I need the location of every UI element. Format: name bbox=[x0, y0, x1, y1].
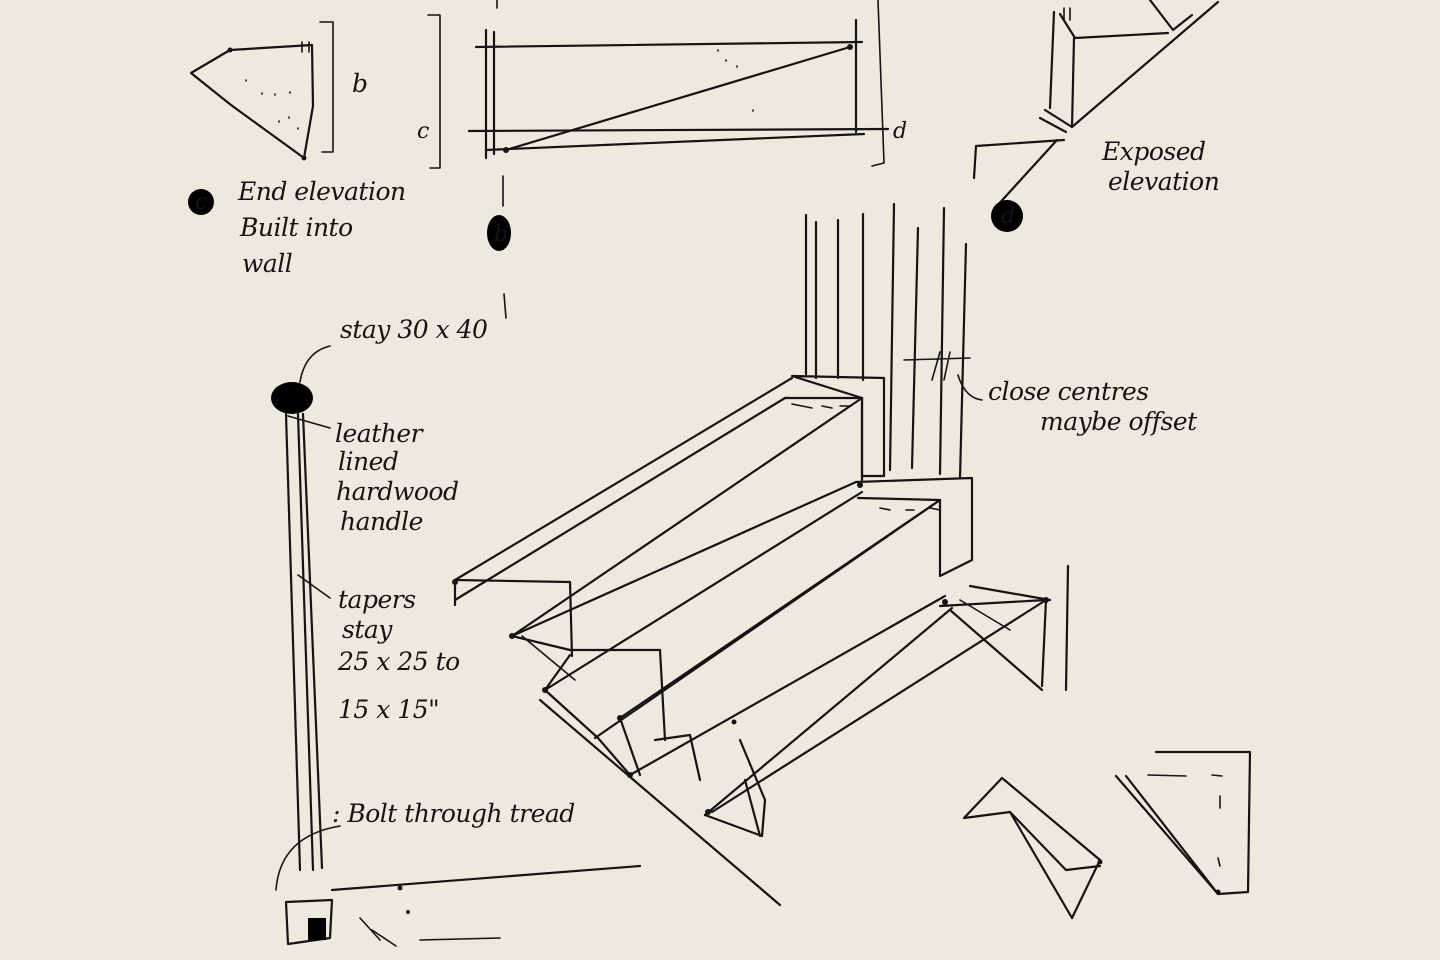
section-b-marker-circle bbox=[487, 215, 511, 251]
bolt-label: : Bolt through tread bbox=[332, 799, 575, 828]
taper-line3: 25 x 25 to bbox=[337, 647, 460, 676]
dim-d-label: d bbox=[893, 119, 907, 144]
taper-line2: stay bbox=[342, 615, 393, 644]
end-elevation-marker-circle bbox=[188, 189, 214, 215]
exposed-elevation-sketch bbox=[972, 0, 1220, 209]
dim-c-label: c bbox=[417, 119, 429, 144]
end-elevation-marker: c bbox=[195, 190, 207, 215]
stay-size-label: stay 30 x 40 bbox=[340, 315, 488, 344]
taper-line4: 15 x 15" bbox=[338, 695, 439, 724]
end-elevation-line2: Built into bbox=[239, 213, 353, 242]
close-line2: maybe offset bbox=[1040, 407, 1198, 436]
dim-b-label: b bbox=[352, 69, 368, 98]
tread-plan-sketch bbox=[427, 0, 890, 319]
exposed-line1: Exposed bbox=[1101, 137, 1206, 166]
section-d-marker: d bbox=[1001, 204, 1015, 229]
handle-line2: lined bbox=[338, 447, 398, 476]
taper-line1: tapers bbox=[338, 585, 416, 614]
end-elevation-line1: End elevation bbox=[237, 177, 406, 206]
handle-line1: leather bbox=[335, 419, 425, 448]
handle-line3: hardwood bbox=[336, 477, 458, 506]
exposed-line2: elevation bbox=[1108, 167, 1219, 196]
section-d-marker-circle bbox=[991, 200, 1023, 232]
handle-line4: handle bbox=[340, 507, 423, 536]
stay-post-sketch bbox=[271, 345, 642, 947]
stair-isometric-sketch bbox=[452, 202, 1070, 907]
end-elevation-tread-sketch bbox=[189, 21, 334, 161]
end-elevation-line3: wall bbox=[242, 249, 292, 278]
section-b-marker: b bbox=[494, 222, 508, 247]
close-line1: close centres bbox=[988, 377, 1149, 406]
tread-section-details bbox=[962, 750, 1252, 920]
